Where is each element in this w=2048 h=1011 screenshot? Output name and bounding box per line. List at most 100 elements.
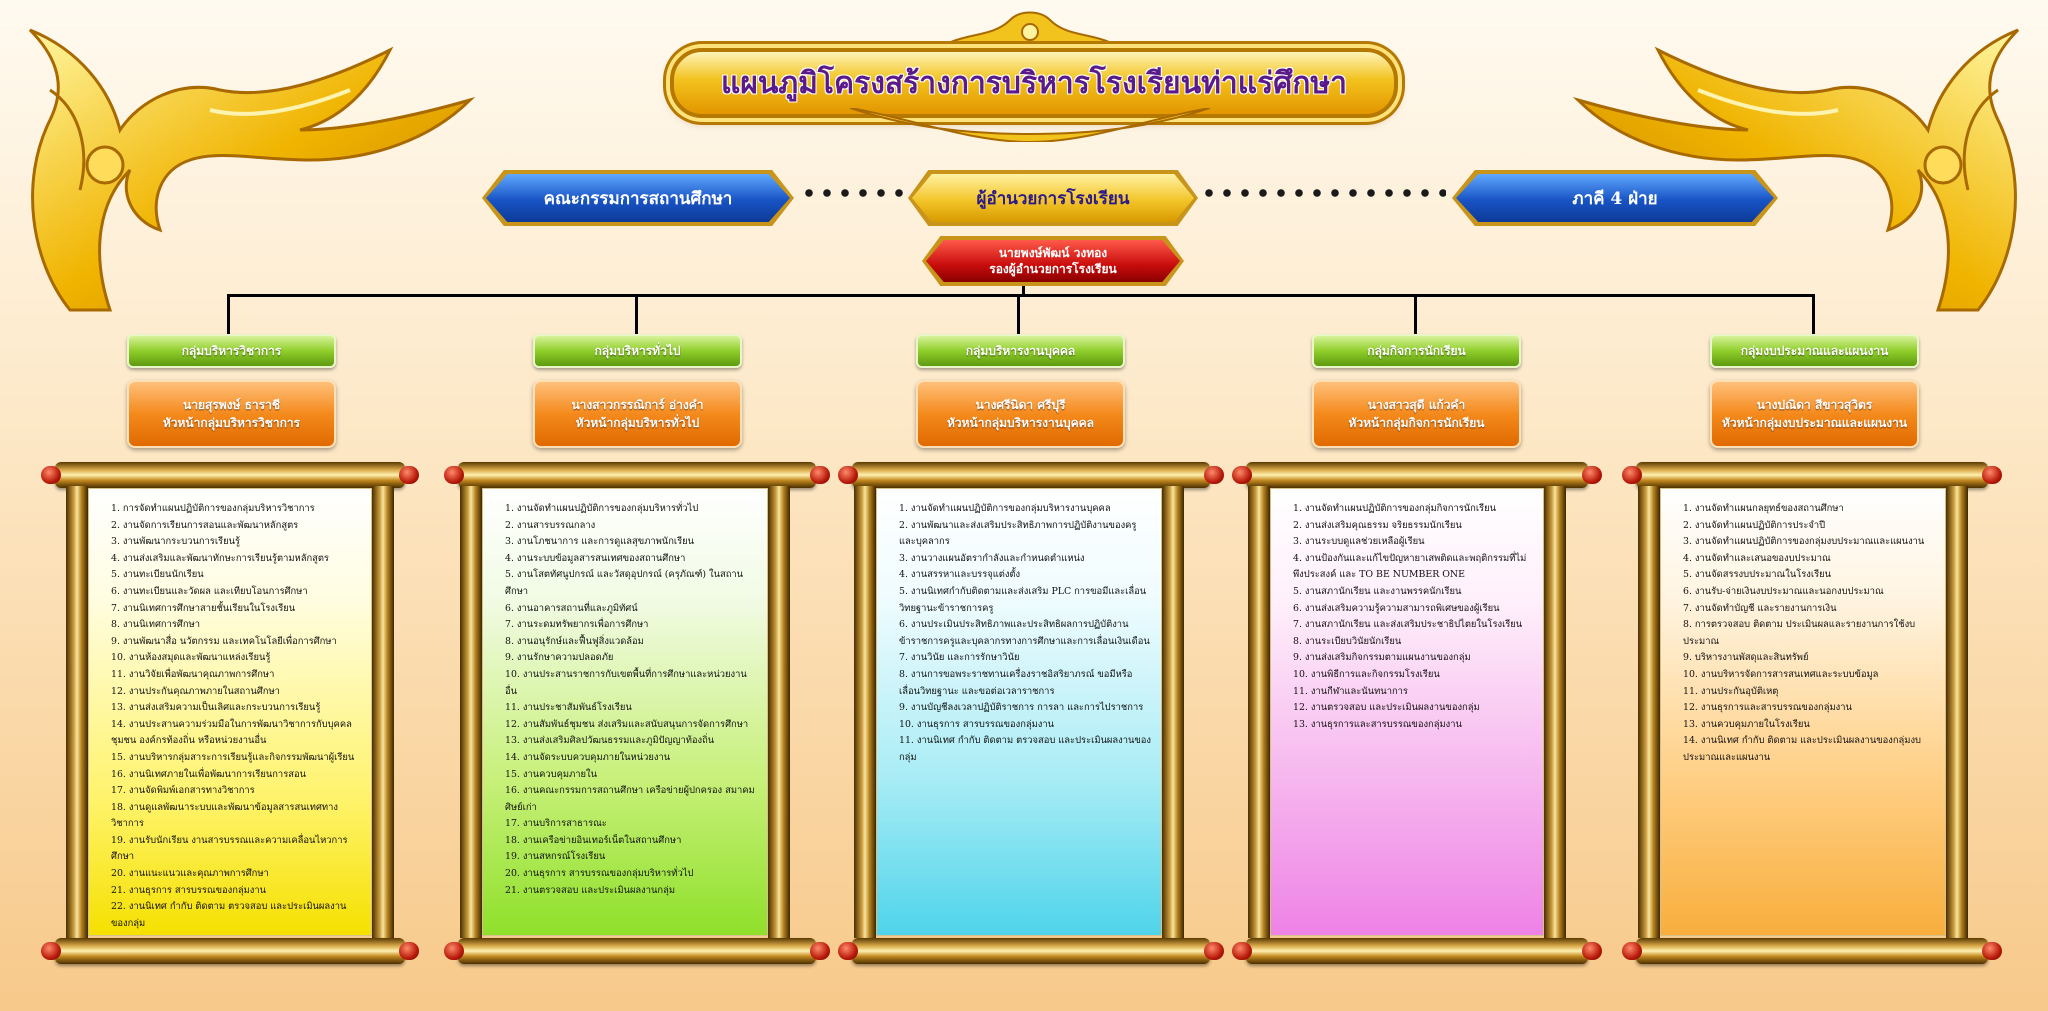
page-title: แผนภูมิโครงสร้างการบริหารโรงเรียนท่าแร่ศ… bbox=[720, 65, 1348, 101]
group-header-academic: กลุ่มบริหารวิชาการ bbox=[127, 334, 336, 368]
left-naga-ornament bbox=[28, 28, 476, 312]
list-item: 1. งานจัดทำแผนปฏิบัติการของกลุ่มบริหารทั… bbox=[505, 503, 699, 514]
scroll-rail-right bbox=[1162, 486, 1184, 938]
list-item: 5. งานสภานักเรียน และงานพรรคนักเรียน bbox=[1293, 585, 1462, 597]
scroll-rail-right bbox=[372, 486, 394, 938]
scroll-rail-right bbox=[1946, 486, 1968, 938]
list-item: 9. งานบัญชีลงเวลาปฏิบัติราชการ การลา และ… bbox=[899, 702, 1144, 714]
list-item: 12. งานประกันคุณภาพภายในสถานศึกษา bbox=[111, 685, 280, 697]
list-item: 6. งานรับ-จ่ายเงินงบประมาณและนอกงบประมาณ bbox=[1683, 585, 1884, 597]
list-item: 3. งานวางแผนอัตรากำลังและกำหนดตำแหน่ง bbox=[899, 552, 1085, 564]
connector-drop-2 bbox=[635, 294, 638, 334]
group-head-general: นางสาวกรรณิการ์ อ่างคำ หัวหน้ากลุ่มบริหา… bbox=[533, 380, 742, 448]
scroll-rail-right bbox=[768, 486, 790, 938]
list-item: 10. งานพิธีการและกิจกรรมโรงเรียน bbox=[1293, 668, 1440, 680]
list-item: 7. งานสภานักเรียน และส่งเสริมประชาธิปไตย… bbox=[1293, 619, 1523, 631]
list-item: 17. งานจัดพิมพ์เอกสารทางวิชาการ bbox=[111, 785, 255, 797]
list-item: 2. งานจัดการเรียนการสอนและพัฒนาหลักสูตร bbox=[111, 519, 299, 531]
list-item: 13. งานธุรการและสารบรรณของกลุ่มงาน bbox=[1293, 718, 1462, 730]
group-head-role: หัวหน้ากลุ่มงบประมาณและแผนงาน bbox=[1721, 416, 1908, 430]
list-item: 21. งานธุรการ สารบรรณของกลุ่มงาน bbox=[111, 884, 267, 896]
group-head-role: หัวหน้ากลุ่มบริหารวิชาการ bbox=[162, 416, 301, 430]
list-item: 12. งานธุรการและสารบรรณของกลุ่มงาน bbox=[1683, 702, 1852, 714]
group-head-name: นางปณิดา สีขาวสุวิตร bbox=[1756, 398, 1873, 412]
group-head-name: นางสาวกรรณิการ์ อ่างคำ bbox=[571, 398, 704, 412]
connector-drop-5 bbox=[1812, 294, 1815, 334]
scroll-rod-bottom bbox=[1622, 938, 2002, 964]
scroll-rail-left bbox=[460, 486, 482, 938]
scroll-rod-bottom bbox=[838, 938, 1224, 964]
connector-drop-4 bbox=[1414, 294, 1417, 334]
list-item: 6. งานอาคารสถานที่และภูมิทัศน์ bbox=[505, 602, 638, 614]
group-header-budget: กลุ่มงบประมาณและแผนงาน bbox=[1710, 334, 1919, 368]
connector-drop-3 bbox=[1017, 294, 1020, 334]
scroll-rail-right bbox=[1544, 486, 1566, 938]
list-item: 8. งานนิเทศการศึกษา bbox=[111, 619, 200, 631]
list-item: 2. งานส่งเสริมคุณธรรม จริยธรรมนักเรียน bbox=[1293, 519, 1462, 531]
list-item: 8. การตรวจสอบ ติดตาม ประเมินผลและรายงานก… bbox=[1683, 619, 1916, 647]
list-item: 3. งานพัฒนากระบวนการเรียนรู้ bbox=[111, 536, 241, 548]
scroll-rail-left bbox=[66, 486, 88, 938]
list-item: 4. งานสรรหาและบรรจุแต่งตั้ง bbox=[899, 569, 1021, 581]
list-item: 12. งานสัมพันธ์ชุมชน ส่งเสริมและสนับสนุน… bbox=[505, 718, 749, 730]
list-item: 18. งานเครือข่ายอินเทอร์เน็ตในสถานศึกษา bbox=[505, 834, 682, 846]
list-item: 19. งานรับนักเรียน งานสารบรรณและความเคลื… bbox=[111, 834, 348, 863]
list-item: 3. งานระบบดูแลช่วยเหลือผู้เรียน bbox=[1293, 536, 1425, 548]
list-item: 21. งานตรวจสอบ และประเมินผลงานกลุ่ม bbox=[505, 884, 676, 896]
list-item: 6. งานประเมินประสิทธิภาพและประสิทธิผลการ… bbox=[899, 619, 1150, 647]
list-item: 11. งานนิเทศ กำกับ ติดตาม ตรวจสอบ และประ… bbox=[899, 735, 1152, 763]
list-item: 9. บริหารงานพัสดุและสินทรัพย์ bbox=[1683, 652, 1809, 664]
list-item: 7. งานนิเทศการศึกษาสายชั้นเรียนในโรงเรีย… bbox=[111, 602, 296, 614]
list-item: 8. งานการขอพระราชทานเครื่องราชอิสริยาภรณ… bbox=[899, 668, 1133, 697]
task-list-panel-personnel: 1. งานจัดทำแผนปฏิบัติการของกลุ่มบริหารงา… bbox=[876, 488, 1162, 936]
list-item: 5. งานโสตทัศนูปกรณ์ และวัสดุอุปกรณ์ (ครุ… bbox=[505, 569, 744, 597]
list-item: 13. งานส่งเสริมศิลปวัฒนธรรมและภูมิปัญญาท… bbox=[505, 735, 715, 747]
deputy-title: รองผู้อำนวยการโรงเรียน bbox=[989, 262, 1117, 276]
task-list-panel-student-affairs: 1. งานจัดทำแผนปฏิบัติการของกลุ่มกิจการนั… bbox=[1270, 488, 1544, 936]
list-item: 10. งานประสานราชการกับเขตพื้นที่การศึกษา… bbox=[505, 668, 747, 697]
group-head-academic: นายสุรพงษ์ ธาราชี หัวหน้ากลุ่มบริหารวิชา… bbox=[127, 380, 336, 448]
list-item: 14. งานจัดระบบควบคุมภายในหน่วยงาน bbox=[505, 751, 671, 763]
list-item: 20. งานธุรการ สารบรรณของกลุ่มบริหารทั่วไ… bbox=[505, 868, 694, 880]
list-item: 14. งานนิเทศ กำกับ ติดตาม และประเมินผลงา… bbox=[1683, 735, 1921, 763]
title-banner: แผนภูมิโครงสร้างการบริหารโรงเรียนท่าแร่ศ… bbox=[650, 10, 1410, 142]
connector-drop-1 bbox=[227, 294, 230, 334]
right-naga-ornament bbox=[1572, 28, 2020, 312]
list-item: 3. งานจัดทำแผนปฏิบัติการของกลุ่มงบประมาณ… bbox=[1683, 536, 1925, 548]
task-list-panel-academic: 1. การจัดทำแผนปฏิบัติการของกลุ่มบริหารวิ… bbox=[88, 488, 372, 936]
group-head-name: นายสุรพงษ์ ธาราชี bbox=[183, 398, 280, 412]
group-head-budget: นางปณิดา สีขาวสุวิตร หัวหน้ากลุ่มงบประมา… bbox=[1710, 380, 1919, 448]
list-item: 11. งานประกันอุบัติเหตุ bbox=[1683, 685, 1779, 697]
list-item: 11. งานวิจัยเพื่อพัฒนาคุณภาพการศึกษา bbox=[111, 668, 275, 680]
connector-trunk bbox=[1022, 286, 1025, 295]
scroll-rod-bottom bbox=[41, 938, 419, 964]
list-item: 9. งานส่งเสริมกิจกรรมตามแผนงานของกลุ่ม bbox=[1293, 652, 1471, 664]
title-frame: แผนภูมิโครงสร้างการบริหารโรงเรียนท่าแร่ศ… bbox=[670, 48, 1398, 118]
connector-horizontal bbox=[227, 294, 1815, 297]
group-head-name: นางศรีนิดา ศรีปุรี bbox=[975, 398, 1066, 412]
deputy-name: นายพงษ์พัฒน์ วงทอง bbox=[998, 246, 1108, 260]
list-item: 9. งานพัฒนาสื่อ นวัตกรรม และเทคโนโลยีเพื… bbox=[111, 635, 337, 647]
scroll-rod-top bbox=[1232, 462, 1602, 488]
task-list-panel-general: 1. งานจัดทำแผนปฏิบัติการของกลุ่มบริหารทั… bbox=[482, 488, 768, 936]
list-item: 2. งานพัฒนาและส่งเสริมประสิทธิภาพการปฏิบ… bbox=[899, 519, 1137, 548]
group-header-personnel: กลุ่มบริหารงานบุคคล bbox=[916, 334, 1125, 368]
list-item: 5. งานทะเบียนนักเรียน bbox=[111, 569, 204, 581]
group-head-role: หัวหน้ากลุ่มบริหารงานบุคคล bbox=[946, 416, 1094, 430]
task-list-panel-budget: 1. งานจัดทำแผนกลยุทธ์ของสถานศึกษา 2. งาน… bbox=[1660, 488, 1946, 936]
school-board-box: คณะกรรมการสถานศึกษา bbox=[486, 174, 790, 222]
tail-ornament bbox=[850, 108, 1210, 142]
group-head-role: หัวหน้ากลุ่มบริหารทั่วไป bbox=[575, 416, 700, 430]
list-item: 6. งานส่งเสริมความรู้ความสามารถพิเศษของผ… bbox=[1293, 602, 1500, 614]
group-header-student-affairs: กลุ่มกิจการนักเรียน bbox=[1312, 334, 1521, 368]
list-item: 7. งานวินัย และการรักษาวินัย bbox=[899, 652, 1020, 664]
list-item: 13. งานส่งเสริมความเป็นเลิศและกระบวนการเ… bbox=[111, 702, 321, 714]
list-item: 16. งานนิเทศภายในเพื่อพัฒนาการเรียนการสอ… bbox=[111, 768, 306, 780]
list-item: 2. งานจัดทำแผนปฏิบัติการประจำปี bbox=[1683, 519, 1826, 531]
list-item: 4. งานส่งเสริมและพัฒนาทักษะการเรียนรู้ตา… bbox=[111, 552, 329, 564]
list-item: 7. งานจัดทำบัญชี และรายงานการเงิน bbox=[1683, 602, 1837, 614]
scroll-rail-left bbox=[1638, 486, 1660, 938]
list-item: 22. งานนิเทศ กำกับ ติดตาม ตรวจสอบ และประ… bbox=[111, 901, 347, 929]
list-item: 9. งานรักษาความปลอดภัย bbox=[505, 652, 614, 664]
deputy-director-box: นายพงษ์พัฒน์ วงทอง รองผู้อำนวยการโรงเรีย… bbox=[926, 240, 1180, 282]
